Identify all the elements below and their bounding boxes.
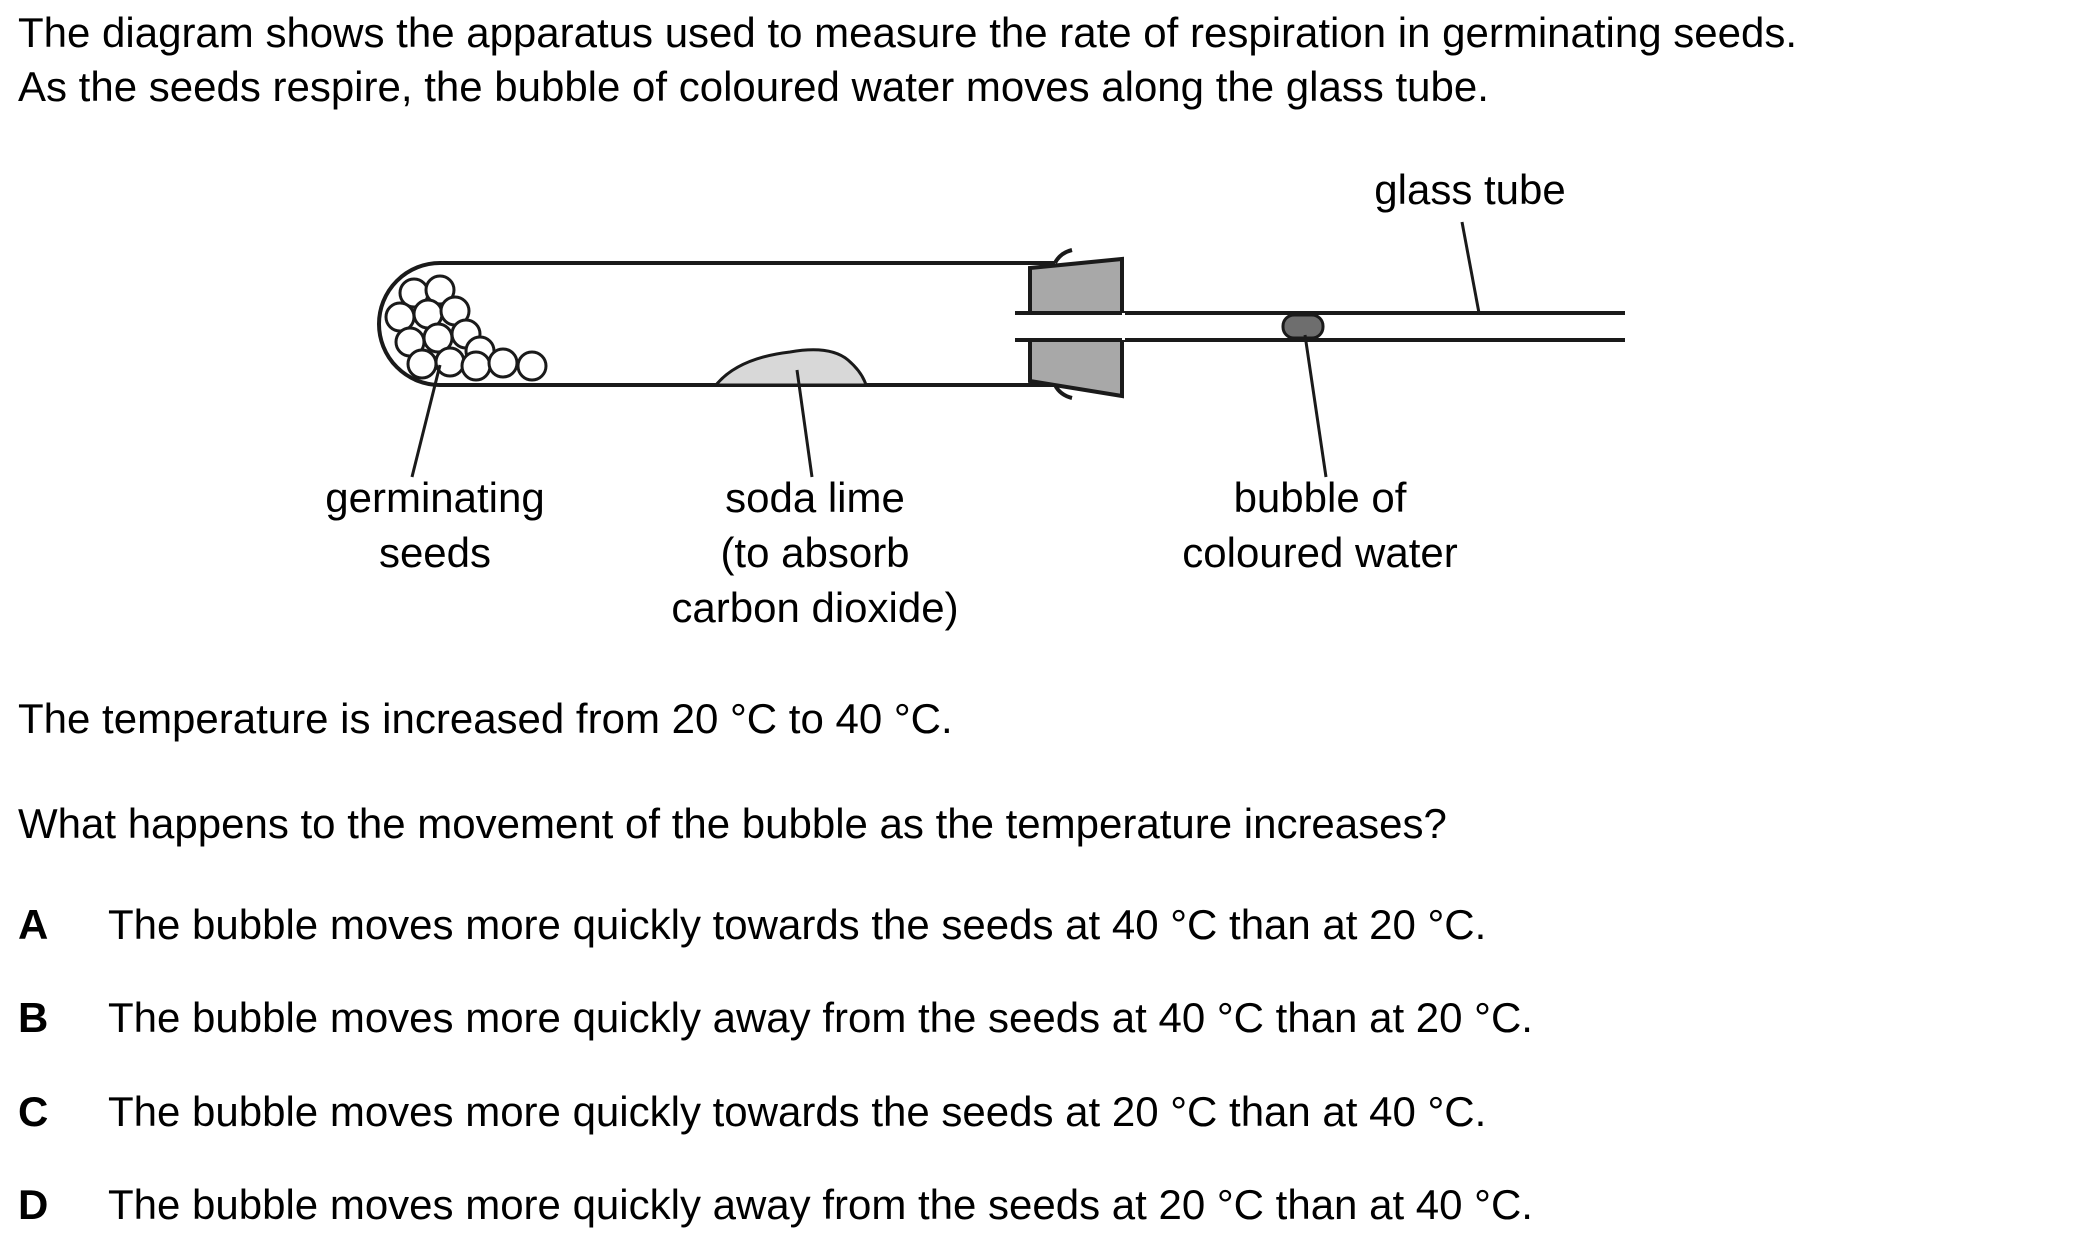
test-tube (377, 261, 1055, 387)
option-d[interactable]: D The bubble moves more quickly away from… (18, 1178, 1533, 1232)
option-c[interactable]: C The bubble moves more quickly towards t… (18, 1085, 1486, 1139)
tube-rim-top (1053, 248, 1073, 264)
leader-seeds (410, 364, 442, 478)
label-bubble-line-1: bubble of (1233, 474, 1407, 521)
label-bubble: bubble of coloured water (1140, 470, 1500, 580)
option-a[interactable]: A The bubble moves more quickly towards t… (18, 898, 1486, 952)
option-letter: D (18, 1181, 49, 1228)
option-text: The bubble moves more quickly towards th… (108, 1088, 1487, 1135)
glass-tube-through-bung (1015, 313, 1125, 340)
temperature-statement: The temperature is increased from 20 °C … (18, 695, 953, 742)
label-bubble-line-2: coloured water (1182, 529, 1458, 576)
label-glass-tube: glass tube (1330, 162, 1610, 217)
option-text: The bubble moves more quickly away from … (108, 994, 1533, 1041)
germinating-seeds (384, 274, 548, 382)
option-letter: A (18, 901, 49, 948)
question-text: What happens to the movement of the bubb… (18, 800, 1447, 847)
label-soda-line-2: (to absorb (720, 529, 910, 576)
option-letter: C (18, 1088, 49, 1135)
intro-line-2: As the seeds respire, the bubble of colo… (18, 63, 1489, 110)
option-text: The bubble moves more quickly away from … (108, 1181, 1533, 1228)
coloured-water-bubble (1281, 313, 1325, 340)
option-letter: B (18, 994, 49, 1041)
label-glass-tube-text: glass tube (1374, 166, 1566, 213)
label-soda-lime: soda lime (to absorb carbon dioxide) (640, 470, 990, 635)
leader-soda-lime (795, 369, 814, 478)
respirometer-diagram (377, 221, 1625, 478)
intro-line-1: The diagram shows the apparatus used to … (18, 9, 1797, 56)
label-soda-line-1: soda lime (725, 474, 905, 521)
label-seeds-line-1: germinating (325, 474, 545, 521)
option-b[interactable]: B The bubble moves more quickly away from… (18, 991, 1533, 1045)
leader-bubble (1303, 334, 1328, 478)
label-soda-line-3: carbon dioxide) (671, 584, 959, 631)
label-seeds-line-2: seeds (378, 529, 492, 576)
leader-glass-tube (1460, 221, 1481, 314)
label-germinating-seeds: germinating seeds (285, 470, 585, 580)
soda-lime (712, 348, 869, 387)
option-text: The bubble moves more quickly towards th… (108, 901, 1487, 948)
